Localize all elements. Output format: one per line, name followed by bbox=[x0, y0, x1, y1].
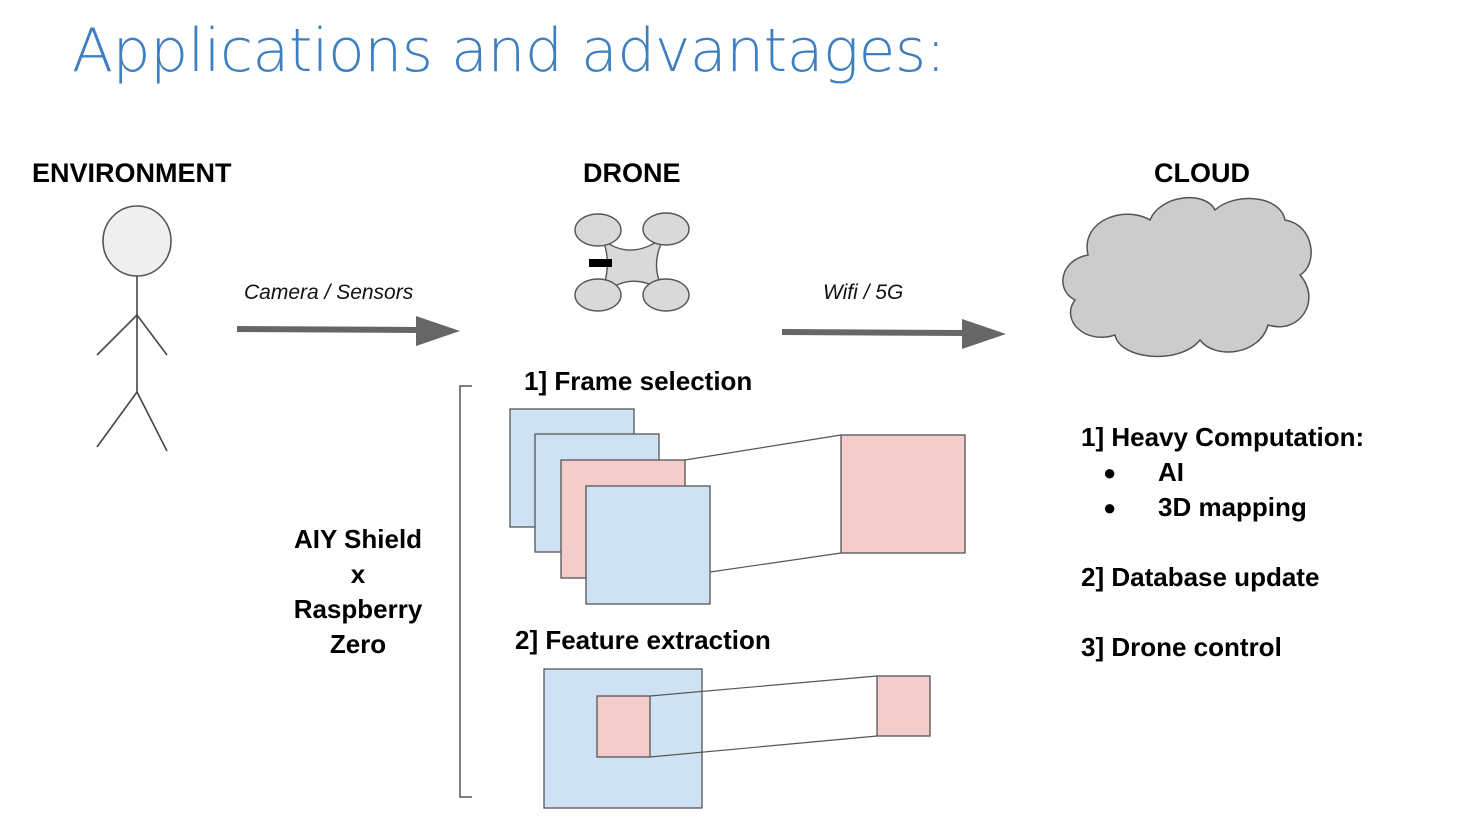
bullet-icon: ● bbox=[1103, 495, 1117, 520]
frame-4 bbox=[585, 485, 711, 605]
cloud-heading: CLOUD bbox=[1154, 158, 1250, 188]
frame-stack bbox=[509, 408, 711, 605]
environment-heading: ENVIRONMENT bbox=[32, 158, 232, 188]
cloud-subtask-3d-mapping-label: 3D mapping bbox=[1158, 492, 1307, 522]
hardware-line-raspberry: Raspberry bbox=[293, 594, 423, 624]
cloud-task-control: 3] Drone control bbox=[1081, 632, 1282, 662]
cloud-icon bbox=[1062, 196, 1312, 358]
wifi-5g-arrow bbox=[781, 319, 1006, 349]
hardware-line-zero: Zero bbox=[329, 629, 387, 659]
frame-zoom-lines bbox=[684, 434, 842, 573]
cloud-subtask-ai-label: AI bbox=[1158, 457, 1184, 487]
hardware-label: AIY Shield x Raspberry Zero bbox=[270, 522, 446, 662]
camera-sensors-arrow bbox=[236, 316, 460, 346]
drone-heading: DRONE bbox=[583, 158, 681, 188]
slide-title: Applications and advantages: bbox=[72, 16, 946, 86]
frame-selection-label: 1] Frame selection bbox=[524, 366, 753, 396]
cloud-task-list: 1] Heavy Computation: ● AI ● 3D mapping … bbox=[1081, 420, 1364, 665]
hardware-line-aiy: AIY Shield bbox=[293, 524, 423, 554]
hardware-line-x: x bbox=[350, 559, 366, 589]
feature-extraction-label: 2] Feature extraction bbox=[515, 625, 771, 655]
quadcopter-icon bbox=[574, 212, 690, 312]
feature-region bbox=[596, 695, 651, 758]
selected-frame-enlarged bbox=[840, 434, 966, 554]
extracted-feature bbox=[876, 675, 931, 737]
camera-sensors-label: Camera / Sensors bbox=[244, 281, 414, 304]
cloud-subtask-ai: ● AI bbox=[1081, 455, 1364, 490]
stick-figure-icon bbox=[96, 205, 172, 452]
cloud-task-heavy: 1] Heavy Computation: bbox=[1081, 422, 1365, 452]
cloud-subtask-3d-mapping: ● 3D mapping bbox=[1081, 490, 1364, 525]
cloud-task-database: 2] Database update bbox=[1081, 562, 1320, 592]
bullet-icon: ● bbox=[1103, 460, 1117, 485]
hardware-bracket bbox=[459, 385, 472, 798]
feature-zoom-lines bbox=[649, 675, 878, 758]
wifi-5g-label: Wifi / 5G bbox=[823, 281, 904, 304]
